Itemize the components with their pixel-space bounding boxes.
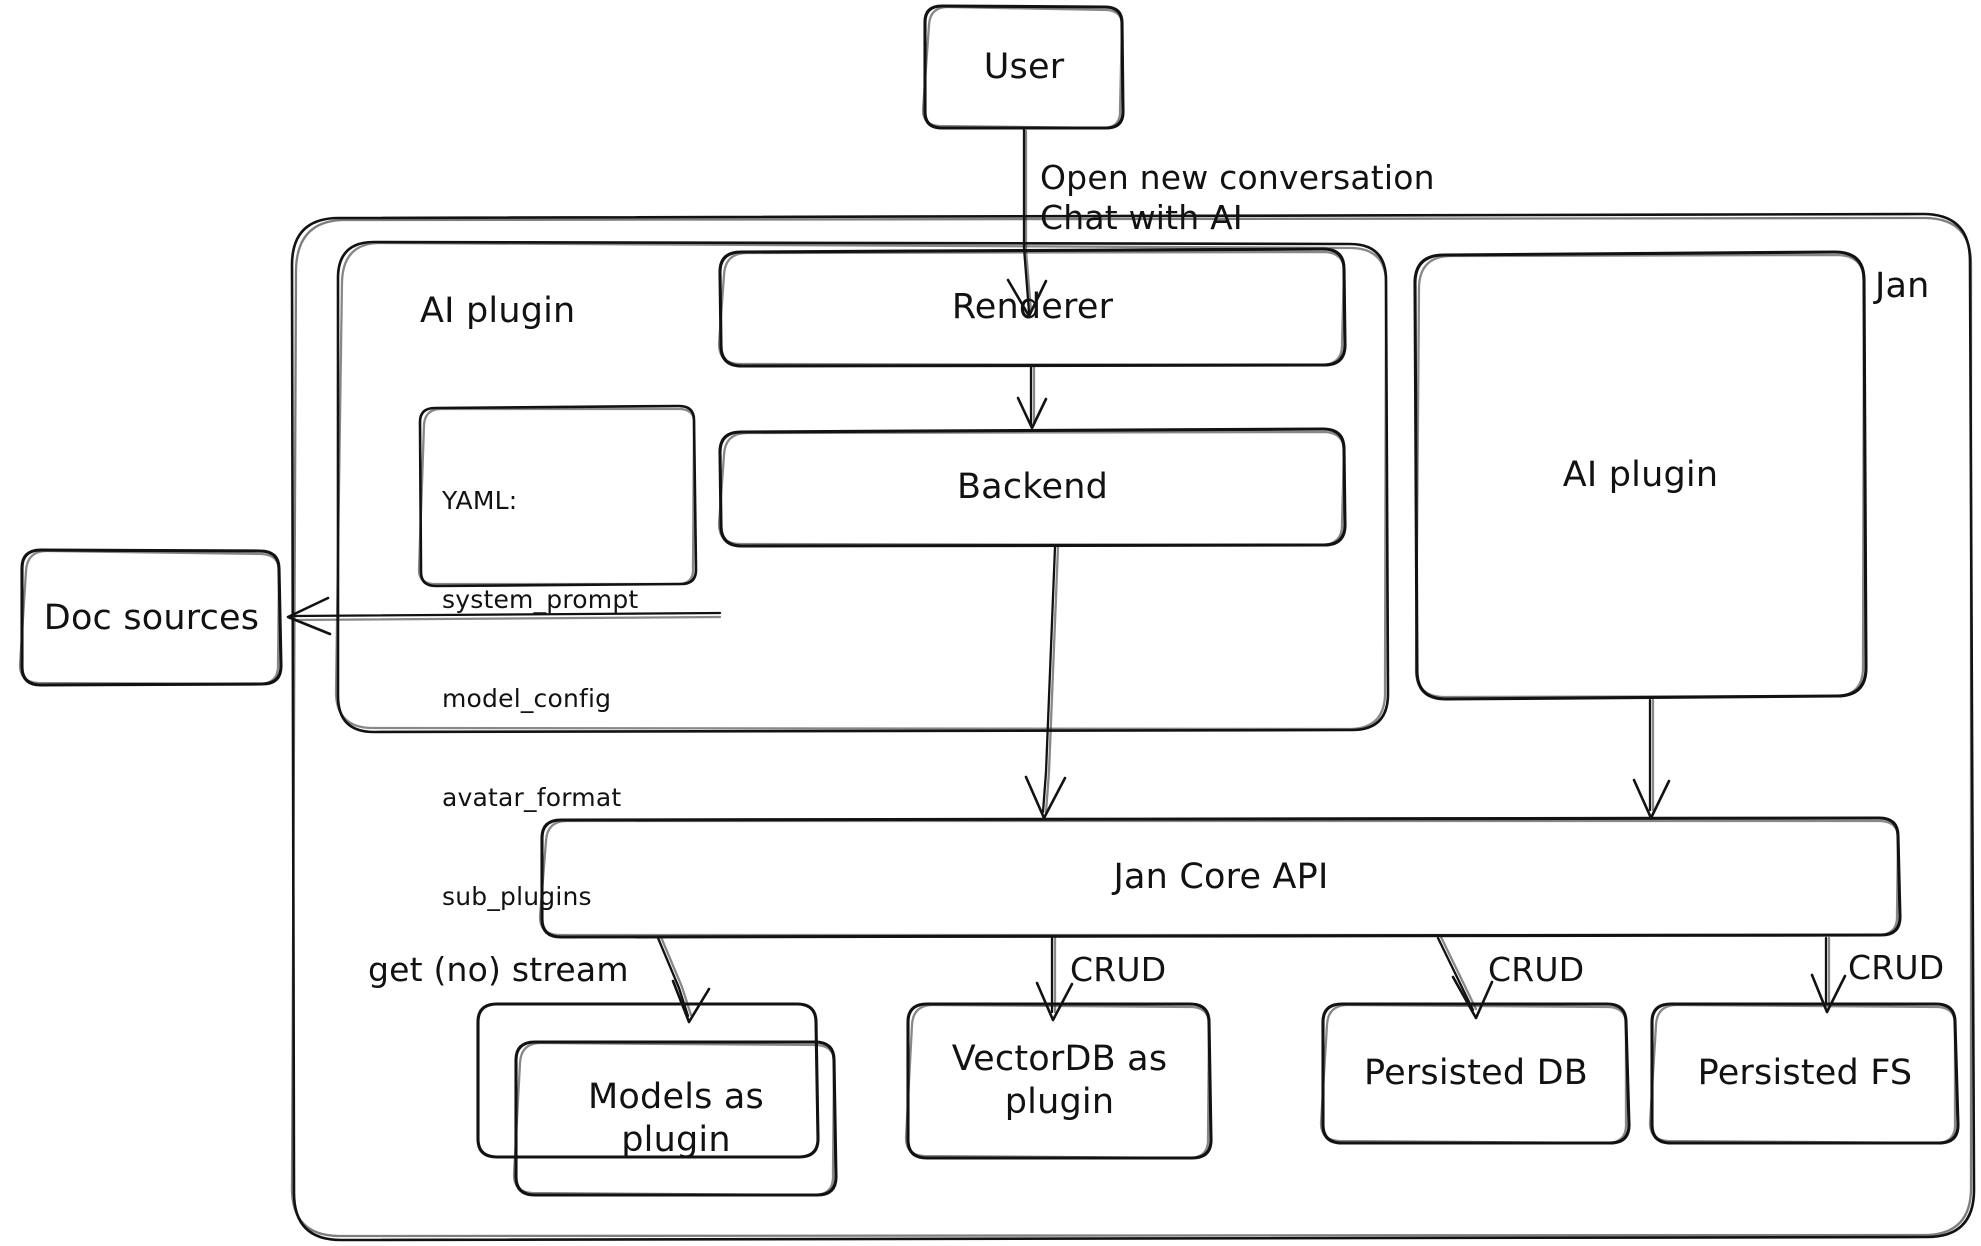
core-to-persisted-fs-arrow — [1810, 936, 1847, 1014]
doc-sources-node[interactable] — [22, 551, 281, 685]
renderer-to-backend-arrow — [1016, 365, 1048, 430]
models-as-plugin-node[interactable] — [478, 1004, 836, 1195]
ai-plugin-node[interactable] — [1415, 252, 1866, 699]
backend-box-shape — [717, 427, 1347, 548]
renderer-node[interactable] — [720, 249, 1345, 366]
jan-core-api-box-shape — [538, 816, 1902, 939]
core-to-persisted-db-arrow — [1436, 935, 1494, 1020]
models-as-plugin-box-shape — [476, 1002, 838, 1197]
persisted-db-box-shape — [1319, 1002, 1631, 1145]
doc-sources-box-shape — [18, 548, 283, 687]
yaml-config-node[interactable] — [420, 406, 696, 586]
persisted-fs-box-shape — [1648, 1002, 1960, 1145]
backend-to-doc-sources-arrow — [286, 596, 722, 636]
user-box-shape — [921, 4, 1125, 130]
ai-plugin-group-shape — [334, 240, 1390, 734]
backend-node[interactable] — [720, 429, 1345, 546]
persisted-fs-node[interactable] — [1652, 1004, 1958, 1143]
core-to-vectordb-arrow — [1035, 936, 1074, 1022]
jan-core-api-node[interactable] — [542, 818, 1900, 937]
ai-plugin-to-core-arrow — [1632, 698, 1671, 820]
persisted-db-node[interactable] — [1323, 1004, 1629, 1143]
backend-to-core-arrow — [1024, 545, 1067, 820]
jan-container-shape — [290, 212, 1976, 1242]
yaml-box-shape — [417, 404, 698, 588]
renderer-box-shape — [717, 247, 1347, 368]
vectordb-as-plugin-box-shape — [904, 1002, 1213, 1160]
ai-plugin-box-shape — [1413, 250, 1868, 701]
core-to-models-arrow — [656, 935, 711, 1024]
vectordb-as-plugin-node[interactable] — [908, 1004, 1211, 1158]
user-node[interactable] — [925, 7, 1123, 128]
